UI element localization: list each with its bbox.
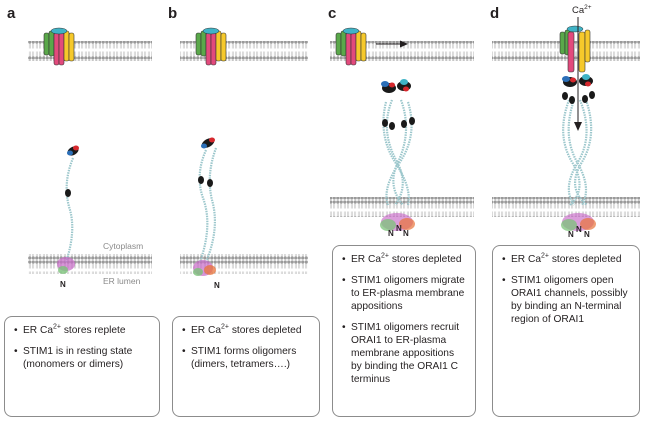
note-a-2: STIM1 is in resting state (monomers or d…: [14, 345, 151, 371]
panel-c-letter: c: [328, 5, 336, 22]
panel-b-letter: b: [168, 5, 177, 22]
stim1-oligomer-c: [380, 79, 415, 231]
orai1-channel-b: [195, 27, 227, 66]
ca-flux-arrowhead: [574, 122, 582, 131]
note-c-2: STIM1 oligomers migrate to ER-plasma mem…: [342, 274, 467, 313]
note-box-a: ER Ca2+ stores replete STIM1 is in resti…: [4, 316, 160, 417]
cytoplasm-label: Cytoplasm: [103, 241, 143, 251]
panel-d-letter: d: [490, 5, 499, 22]
note-c-3: STIM1 oligomers recruit ORAI1 to ER-plas…: [342, 321, 467, 386]
n-terminus-c3: N: [403, 229, 409, 238]
note-b-1: ER Ca2+ stores depleted: [182, 324, 311, 337]
note-d-1: ER Ca2+ stores depleted: [502, 253, 631, 266]
er-lumen-label: ER lumen: [103, 276, 141, 286]
orai1-channel-a: [43, 27, 75, 66]
orai1-channel-d: [559, 25, 591, 73]
note-d-2: STIM1 oligomers open ORAI1 channels, pos…: [502, 274, 631, 326]
note-a-1: ER Ca2+ stores replete: [14, 324, 151, 337]
ca-ion-label: Ca2+: [572, 4, 592, 16]
n-terminus-c2: N: [396, 224, 402, 233]
n-terminus-c1: N: [388, 229, 394, 238]
n-terminus-b: N: [214, 281, 220, 290]
er-membrane-a: [28, 254, 152, 274]
n-terminus-d1: N: [568, 230, 574, 239]
n-terminus-d3: N: [584, 230, 590, 239]
er-membrane-d: [492, 197, 640, 217]
er-membrane-c: [330, 197, 474, 217]
n-terminus-d2: N: [576, 225, 582, 234]
note-box-c: ER Ca2+ stores depleted STIM1 oligomers …: [332, 245, 476, 417]
stim1-oligomer-d: [561, 74, 596, 231]
note-box-d: ER Ca2+ stores depleted STIM1 oligomers …: [492, 245, 640, 417]
n-terminus-a: N: [60, 280, 66, 289]
note-b-2: STIM1 forms oligomers (dimers, tetramers…: [182, 345, 311, 371]
stim1-oligomer-b: [193, 137, 218, 276]
note-box-b: ER Ca2+ stores depleted STIM1 forms olig…: [172, 316, 320, 417]
orai1-channel-c: [335, 27, 367, 66]
migration-arrow: [376, 40, 408, 48]
stim1-resting-a: [57, 145, 79, 274]
panel-a-letter: a: [7, 5, 16, 22]
note-c-1: ER Ca2+ stores depleted: [342, 253, 467, 266]
